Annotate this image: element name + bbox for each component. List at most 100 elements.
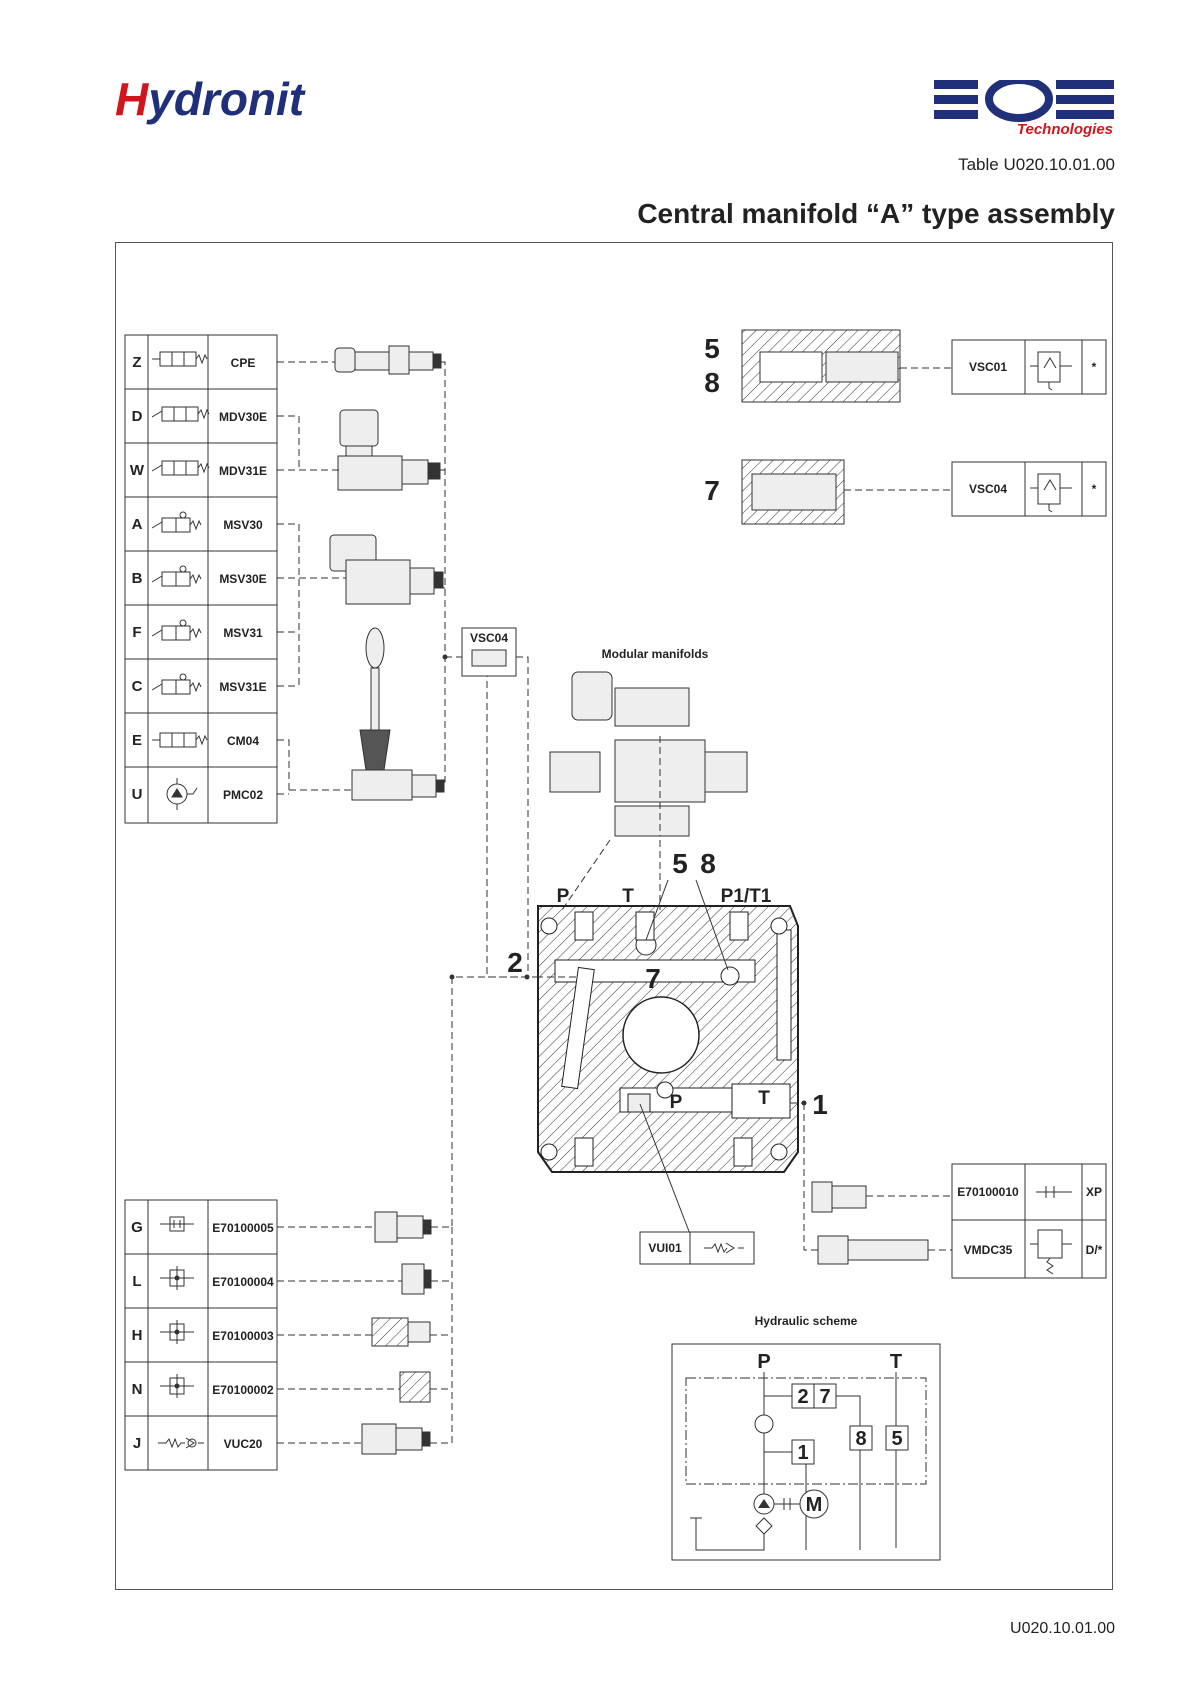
vui01-leader: [639, 1103, 691, 1235]
table-row-code: CM04: [227, 734, 259, 748]
vuc20-drawing: [361, 1423, 397, 1455]
component-drawings-bottom: [361, 1211, 432, 1455]
valve-symbol-icon: [151, 673, 202, 695]
left-table-top-texts: Z CPE D MDV30E W MDV31E A MSV30 B MSV30E…: [130, 354, 267, 803]
callout-8-top: 8: [704, 367, 720, 398]
table-row-code: MSV31E: [219, 680, 266, 694]
page-title: Central manifold “A” type assembly: [637, 198, 1115, 229]
table-row-letter: W: [130, 462, 145, 479]
table-row-code: MSV30: [223, 518, 263, 532]
callout-8: 8: [700, 848, 716, 879]
table-row-code: E70100003: [212, 1329, 274, 1343]
valve-symbols-top: [151, 351, 210, 810]
joystick-component-drawing: [351, 627, 445, 801]
mdv-component-drawing: [337, 409, 441, 491]
callout-5: 5: [672, 848, 688, 879]
eos-logo: Technologies: [934, 80, 1114, 138]
table-row-letter: F: [132, 624, 141, 641]
vsc01-code: VSC01: [969, 360, 1007, 374]
scheme-box-1: 1: [797, 1442, 808, 1464]
table-row-letter: L: [132, 1273, 141, 1290]
msv-component-drawing: [329, 534, 444, 605]
pressure-valve-symbol-icon: [1030, 473, 1072, 513]
plug-symbols-bottom: [158, 1216, 204, 1449]
hydronit-logo: Hydronit: [115, 73, 305, 125]
plug-symbol-icon: [160, 1374, 194, 1398]
vui01-box: VUI01: [639, 1231, 755, 1265]
valve-symbol-icon: [151, 406, 210, 422]
scheme-caption: Hydraulic scheme: [755, 1314, 858, 1328]
table-row-code: E70100004: [212, 1275, 274, 1289]
component-drawings-left: [329, 345, 445, 801]
vsc04-middle: VSC04: [461, 627, 517, 677]
plug-symbol-icon: [1036, 1186, 1072, 1198]
plug-symbol-icon: [160, 1216, 194, 1232]
table-row-letter: Z: [132, 354, 141, 371]
table-row-letter: A: [132, 516, 143, 533]
table-row-letter: U: [132, 786, 143, 803]
port-p1t1-label: P1/T1: [721, 886, 772, 907]
table-code: Table U020.10.01.00: [958, 155, 1115, 174]
e70100002-drawing: [399, 1371, 431, 1403]
table-row-code: E70100002: [212, 1383, 274, 1397]
port-p-label: P: [557, 886, 570, 907]
junction-dot: [442, 654, 448, 660]
table-row-letter: G: [131, 1219, 143, 1236]
valve-symbol-icon: [152, 732, 208, 748]
eos-logo-mark: [934, 80, 1114, 122]
vsc04-mark: *: [1092, 482, 1097, 496]
callout-leaders: [645, 879, 729, 971]
table-row-code: MDV30E: [219, 410, 267, 424]
table-row-code: VUC20: [224, 1437, 263, 1451]
table-row-letter: N: [132, 1381, 143, 1398]
relief-valve-symbol-icon: [1030, 1229, 1072, 1275]
footer-code: U020.10.01.00: [1010, 1620, 1115, 1637]
plug-symbol-icon: [160, 1320, 194, 1344]
scheme-box-8: 8: [855, 1428, 866, 1450]
valve-symbol-icon: [152, 351, 208, 367]
check-valve-symbol-icon: [704, 1242, 744, 1254]
vsc01-mark: *: [1092, 360, 1097, 374]
left-table-top: [124, 334, 278, 824]
junction-dot: [524, 974, 530, 980]
valve-symbol-icon: [151, 619, 202, 641]
vsc04-code: VSC04: [969, 482, 1007, 496]
e70100005-drawing: [374, 1211, 398, 1243]
modular-manifold-drawing: [549, 671, 748, 837]
e70100004-drawing: [401, 1263, 425, 1295]
inner-t-label: T: [758, 1088, 770, 1109]
callout-5-top: 5: [704, 333, 720, 364]
modular-manifolds-caption: Modular manifolds: [602, 647, 709, 661]
table-row-letter: B: [132, 570, 143, 587]
scheme-box-5: 5: [891, 1428, 902, 1450]
callout-7: 7: [645, 963, 661, 994]
scheme-box-2: 2: [797, 1386, 808, 1408]
pump-symbol-icon: [166, 778, 198, 810]
vmdc35-mark: D/*: [1086, 1243, 1103, 1257]
inner-p-label: P: [670, 1092, 683, 1113]
vsc04-middle-label: VSC04: [470, 631, 508, 645]
valve-symbol-icon: [151, 565, 202, 587]
scheme-t-label: T: [890, 1351, 902, 1373]
scheme-box-7: 7: [819, 1386, 830, 1408]
cpe-component-drawing: [334, 345, 442, 375]
drawing-frame: [115, 242, 1113, 1590]
right-top-rows: 5 8 VSC01 * 7 VSC04 *: [704, 329, 1107, 525]
valve-symbol-icon: [151, 460, 210, 476]
pressure-valve-symbol-icon: [1030, 351, 1072, 391]
e70100010-mark: XP: [1086, 1185, 1102, 1199]
hydraulic-scheme: Hydraulic scheme P T 2 7 8 5 1 M: [671, 1314, 941, 1561]
table-row-letter: H: [132, 1327, 143, 1344]
eos-logo-subtitle: Technologies: [1017, 121, 1113, 138]
check-valve-symbol-icon: [754, 1414, 774, 1434]
callout-2: 2: [507, 947, 523, 978]
central-manifold-block: [537, 905, 799, 1173]
plug-symbol-icon: [160, 1266, 194, 1290]
vsc04-connection-line: [516, 656, 529, 977]
table-row-letter: E: [132, 732, 142, 749]
left-table-bottom-texts: G E70100005 L E70100004 H E70100003 N E7…: [131, 1219, 274, 1452]
table-row-letter: J: [133, 1435, 141, 1452]
table-row-code: CPE: [231, 356, 256, 370]
table-row-letter: D: [132, 408, 143, 425]
